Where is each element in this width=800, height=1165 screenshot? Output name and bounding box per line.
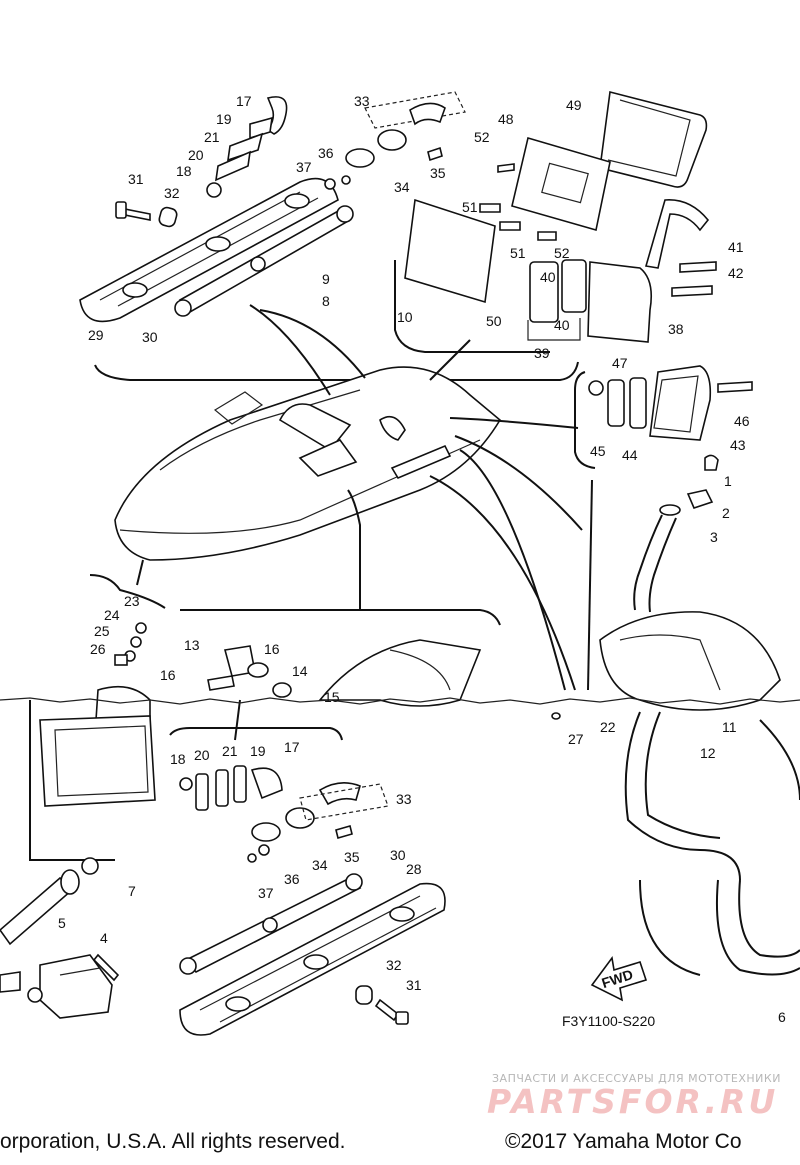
- callout-27: 27: [568, 731, 584, 747]
- middle-fittings: [95, 622, 482, 721]
- callout-33a: 33: [354, 93, 370, 109]
- callout-24: 24: [104, 607, 120, 623]
- upper-right-assembly: [394, 91, 717, 353]
- callout-7: 7: [128, 883, 136, 899]
- callout-32b: 32: [386, 957, 402, 973]
- callout-26: 26: [90, 641, 106, 657]
- callout-20a: 20: [188, 147, 204, 163]
- callout-29: 29: [88, 327, 104, 343]
- callout-41: 41: [728, 239, 744, 255]
- callout-34b: 34: [312, 857, 328, 873]
- watermark-tagline: ЗАПЧАСТИ И АКСЕССУАРЫ ДЛЯ МОТОТЕХНИКИ: [492, 1072, 781, 1085]
- callout-11: 11: [722, 719, 737, 735]
- callout-36a: 36: [318, 145, 334, 161]
- callout-15: 15: [324, 689, 340, 705]
- copyright-left: orporation, U.S.A. All rights reserved.: [0, 1130, 346, 1153]
- callout-39: 39: [534, 345, 550, 361]
- callout-5: 5: [58, 915, 66, 931]
- diagram-code: F3Y1100-S220: [562, 1013, 655, 1029]
- callout-31b: 31: [406, 977, 422, 993]
- callout-16b: 16: [264, 641, 280, 657]
- callout-35b: 35: [344, 849, 360, 865]
- callout-36b: 36: [284, 871, 300, 887]
- callout-43: 43: [730, 437, 746, 453]
- callout-46: 46: [734, 413, 750, 429]
- upper-grip-assembly: [79, 91, 579, 381]
- callout-13: 13: [184, 637, 200, 653]
- torn-edge: [0, 697, 800, 705]
- callout-4: 4: [100, 930, 108, 946]
- callout-47: 47: [612, 355, 628, 371]
- callout-17b: 17: [284, 739, 300, 755]
- callout-14: 14: [292, 663, 308, 679]
- callout-3: 3: [710, 529, 718, 545]
- callout-44: 44: [622, 447, 638, 463]
- callout-8: 8: [322, 293, 330, 309]
- callout-10: 10: [397, 309, 413, 325]
- callout-22: 22: [600, 719, 616, 735]
- callout-48: 48: [498, 111, 514, 127]
- callout-23: 23: [124, 593, 140, 609]
- leader-lines: [89, 304, 593, 741]
- callout-12: 12: [700, 745, 716, 761]
- callout-6: 6: [778, 1009, 786, 1025]
- callout-9: 9: [322, 271, 330, 287]
- callout-40a: 40: [540, 269, 556, 285]
- callout-50: 50: [486, 313, 502, 329]
- callout-40b: 40: [554, 317, 570, 333]
- watermark-logo: PARTSFOR.RU: [487, 1082, 779, 1121]
- callout-52b: 52: [554, 245, 570, 261]
- callout-49: 49: [566, 97, 582, 113]
- callout-1: 1: [724, 473, 732, 489]
- callout-18b: 18: [170, 751, 186, 767]
- callout-38: 38: [668, 321, 684, 337]
- callout-51b: 51: [510, 245, 526, 261]
- callout-30b: 30: [390, 847, 406, 863]
- right-bracket-assembly: [574, 365, 753, 469]
- callout-42: 42: [728, 265, 744, 281]
- callout-37a: 37: [296, 159, 312, 175]
- callout-21a: 21: [204, 129, 220, 145]
- callout-37b: 37: [258, 885, 274, 901]
- callout-34a: 34: [394, 179, 410, 195]
- callout-17a: 17: [236, 93, 252, 109]
- copyright-right: ©2017 Yamaha Motor Co: [505, 1130, 742, 1153]
- callout-20b: 20: [194, 747, 210, 763]
- callout-30a: 30: [142, 329, 158, 345]
- watercraft-hull: [114, 366, 502, 561]
- callout-35a: 35: [430, 165, 446, 181]
- fwd-arrow: FWD: [590, 956, 648, 1002]
- callout-51a: 51: [462, 199, 478, 215]
- callout-2: 2: [722, 505, 730, 521]
- callout-52a: 52: [474, 129, 490, 145]
- callout-45: 45: [590, 443, 606, 459]
- callout-31a: 31: [128, 171, 144, 187]
- lower-grip-assembly: [169, 727, 446, 1036]
- callout-labels: 1 2 3 4 5 6 7 8 9 10 11 12 13 14 15 16 1…: [58, 93, 786, 1025]
- callout-16a: 16: [160, 667, 176, 683]
- callout-19a: 19: [216, 111, 232, 127]
- callout-19b: 19: [250, 743, 266, 759]
- callout-18a: 18: [176, 163, 192, 179]
- callout-21b: 21: [222, 743, 238, 759]
- lower-left-assembly: [0, 700, 156, 1019]
- pump-and-hoses: [551, 454, 800, 976]
- callout-33b: 33: [396, 791, 412, 807]
- callout-28: 28: [406, 861, 422, 877]
- callout-32a: 32: [164, 185, 180, 201]
- callout-25: 25: [94, 623, 110, 639]
